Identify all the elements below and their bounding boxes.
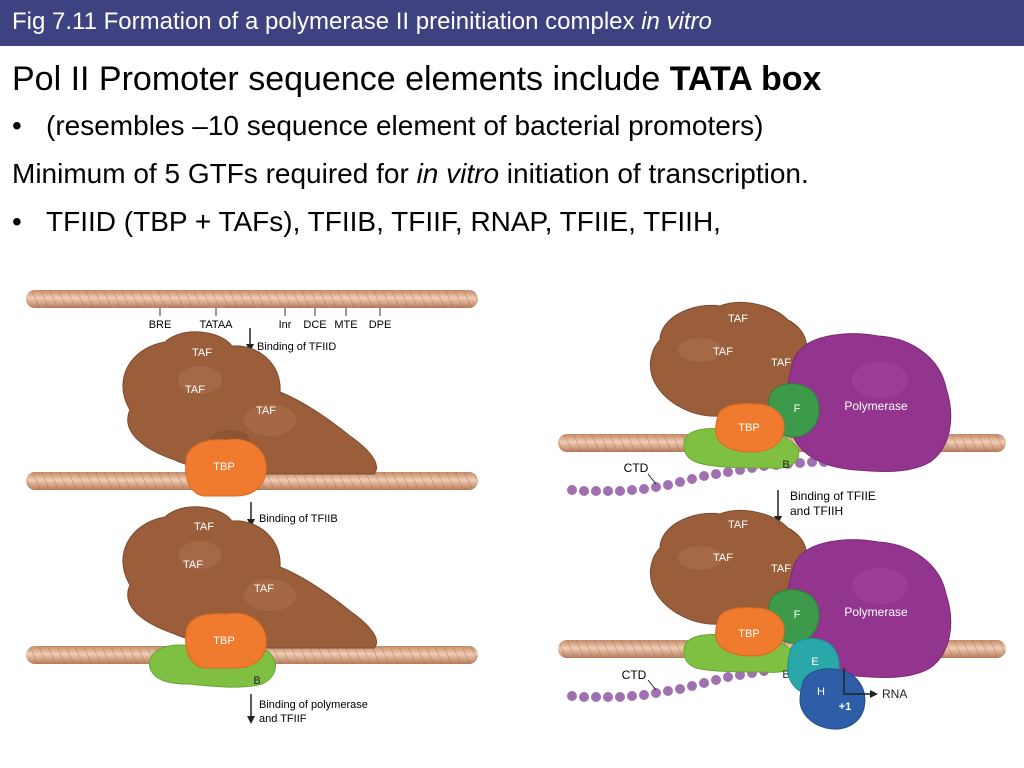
tfiib-label: B	[253, 675, 260, 687]
step-arrow-tfiib: Binding of TFIIB	[247, 502, 338, 527]
tfiib-label: B	[782, 459, 789, 471]
polymerase-label: Polymerase	[844, 399, 908, 413]
polymerase-label: Polymerase	[844, 605, 908, 619]
tbp-label: TBP	[738, 422, 759, 434]
promoter-elements: BRE TATAA Inr DCE MTE DPE	[149, 308, 392, 331]
taf-label: TAF	[254, 583, 274, 595]
tfiie-label: E	[811, 656, 818, 668]
svg-text:Binding of TFIIB: Binding of TFIIB	[259, 513, 338, 525]
ctd-label: CTD	[622, 668, 647, 682]
preinitiation-complex-complete: CTD TAF TAF TAF Polymerase B F TBP E H +…	[567, 510, 952, 730]
svg-text:and TFIIF: and TFIIF	[259, 713, 307, 725]
slide-title: Fig 7.11 Formation of a polymerase II pr…	[12, 8, 712, 35]
taf-label: TAF	[185, 384, 205, 396]
taf-label: TAF	[728, 519, 748, 531]
taf-label: TAF	[194, 521, 214, 533]
taf-label: TAF	[713, 552, 733, 564]
header-bar	[0, 0, 1024, 46]
pic-assembly-diagram: BRE TATAA Inr DCE MTE DPE Binding of TFI…	[26, 290, 1006, 730]
svg-text:Binding of TFIIE: Binding of TFIIE	[790, 489, 876, 503]
tfiif-label: F	[794, 609, 801, 621]
taf-label: TAF	[771, 563, 791, 575]
tfiib-label: B	[782, 669, 789, 681]
taf-label: TAF	[183, 559, 203, 571]
svg-text:and TFIIH: and TFIIH	[790, 504, 843, 518]
element-dpe: DPE	[369, 319, 392, 331]
bullet-line-1: •(resembles –10 sequence element of bact…	[12, 110, 764, 141]
tfiih-label: H	[817, 686, 825, 698]
ctd-label: CTD	[624, 461, 649, 475]
element-mte: MTE	[334, 319, 357, 331]
bullet-line-3: •TFIID (TBP + TAFs), TFIIB, TFIIF, RNAP,…	[12, 206, 721, 237]
element-bre: BRE	[149, 319, 172, 331]
title-italic: in vitro	[641, 8, 712, 35]
taf-label: TAF	[192, 347, 212, 359]
step-arrow-tfiie-tfiih: Binding of TFIIE and TFIIH	[774, 489, 876, 524]
step-arrow-polymerase: Binding of polymerase and TFIIF	[247, 694, 368, 725]
svg-text:Binding of TFIID: Binding of TFIID	[257, 341, 336, 353]
step-arrow-tfiid: Binding of TFIID	[246, 328, 336, 353]
tfiid-tfiib-complex: B TAF TAF TAF TBP	[122, 506, 377, 688]
plus-one-label: +1	[839, 701, 852, 713]
tfiif-label: F	[794, 403, 801, 415]
element-dce: DCE	[303, 319, 326, 331]
tfiid-complex-1: TAF TAF TAF TBP	[122, 331, 377, 497]
taf-label: TAF	[771, 357, 791, 369]
tbp-label: TBP	[213, 461, 234, 473]
svg-text:Binding of polymerase: Binding of polymerase	[259, 699, 368, 711]
taf-label: TAF	[256, 405, 276, 417]
rna-label: RNA	[882, 687, 907, 701]
slide-heading: Pol II Promoter sequence elements includ…	[12, 60, 822, 98]
element-inr: Inr	[279, 319, 292, 331]
element-tataa: TATAA	[200, 319, 234, 331]
dna-strand-top	[26, 290, 478, 308]
taf-label: TAF	[728, 313, 748, 325]
tbp-label: TBP	[213, 635, 234, 647]
preinitiation-complex-partial: CTD TAF TAF TAF Polymerase B F TBP	[567, 302, 952, 496]
heading-bold: TATA box	[669, 60, 822, 98]
tbp-label: TBP	[738, 628, 759, 640]
text-line-2: Minimum of 5 GTFs required for in vitro …	[12, 158, 809, 189]
taf-label: TAF	[713, 346, 733, 358]
